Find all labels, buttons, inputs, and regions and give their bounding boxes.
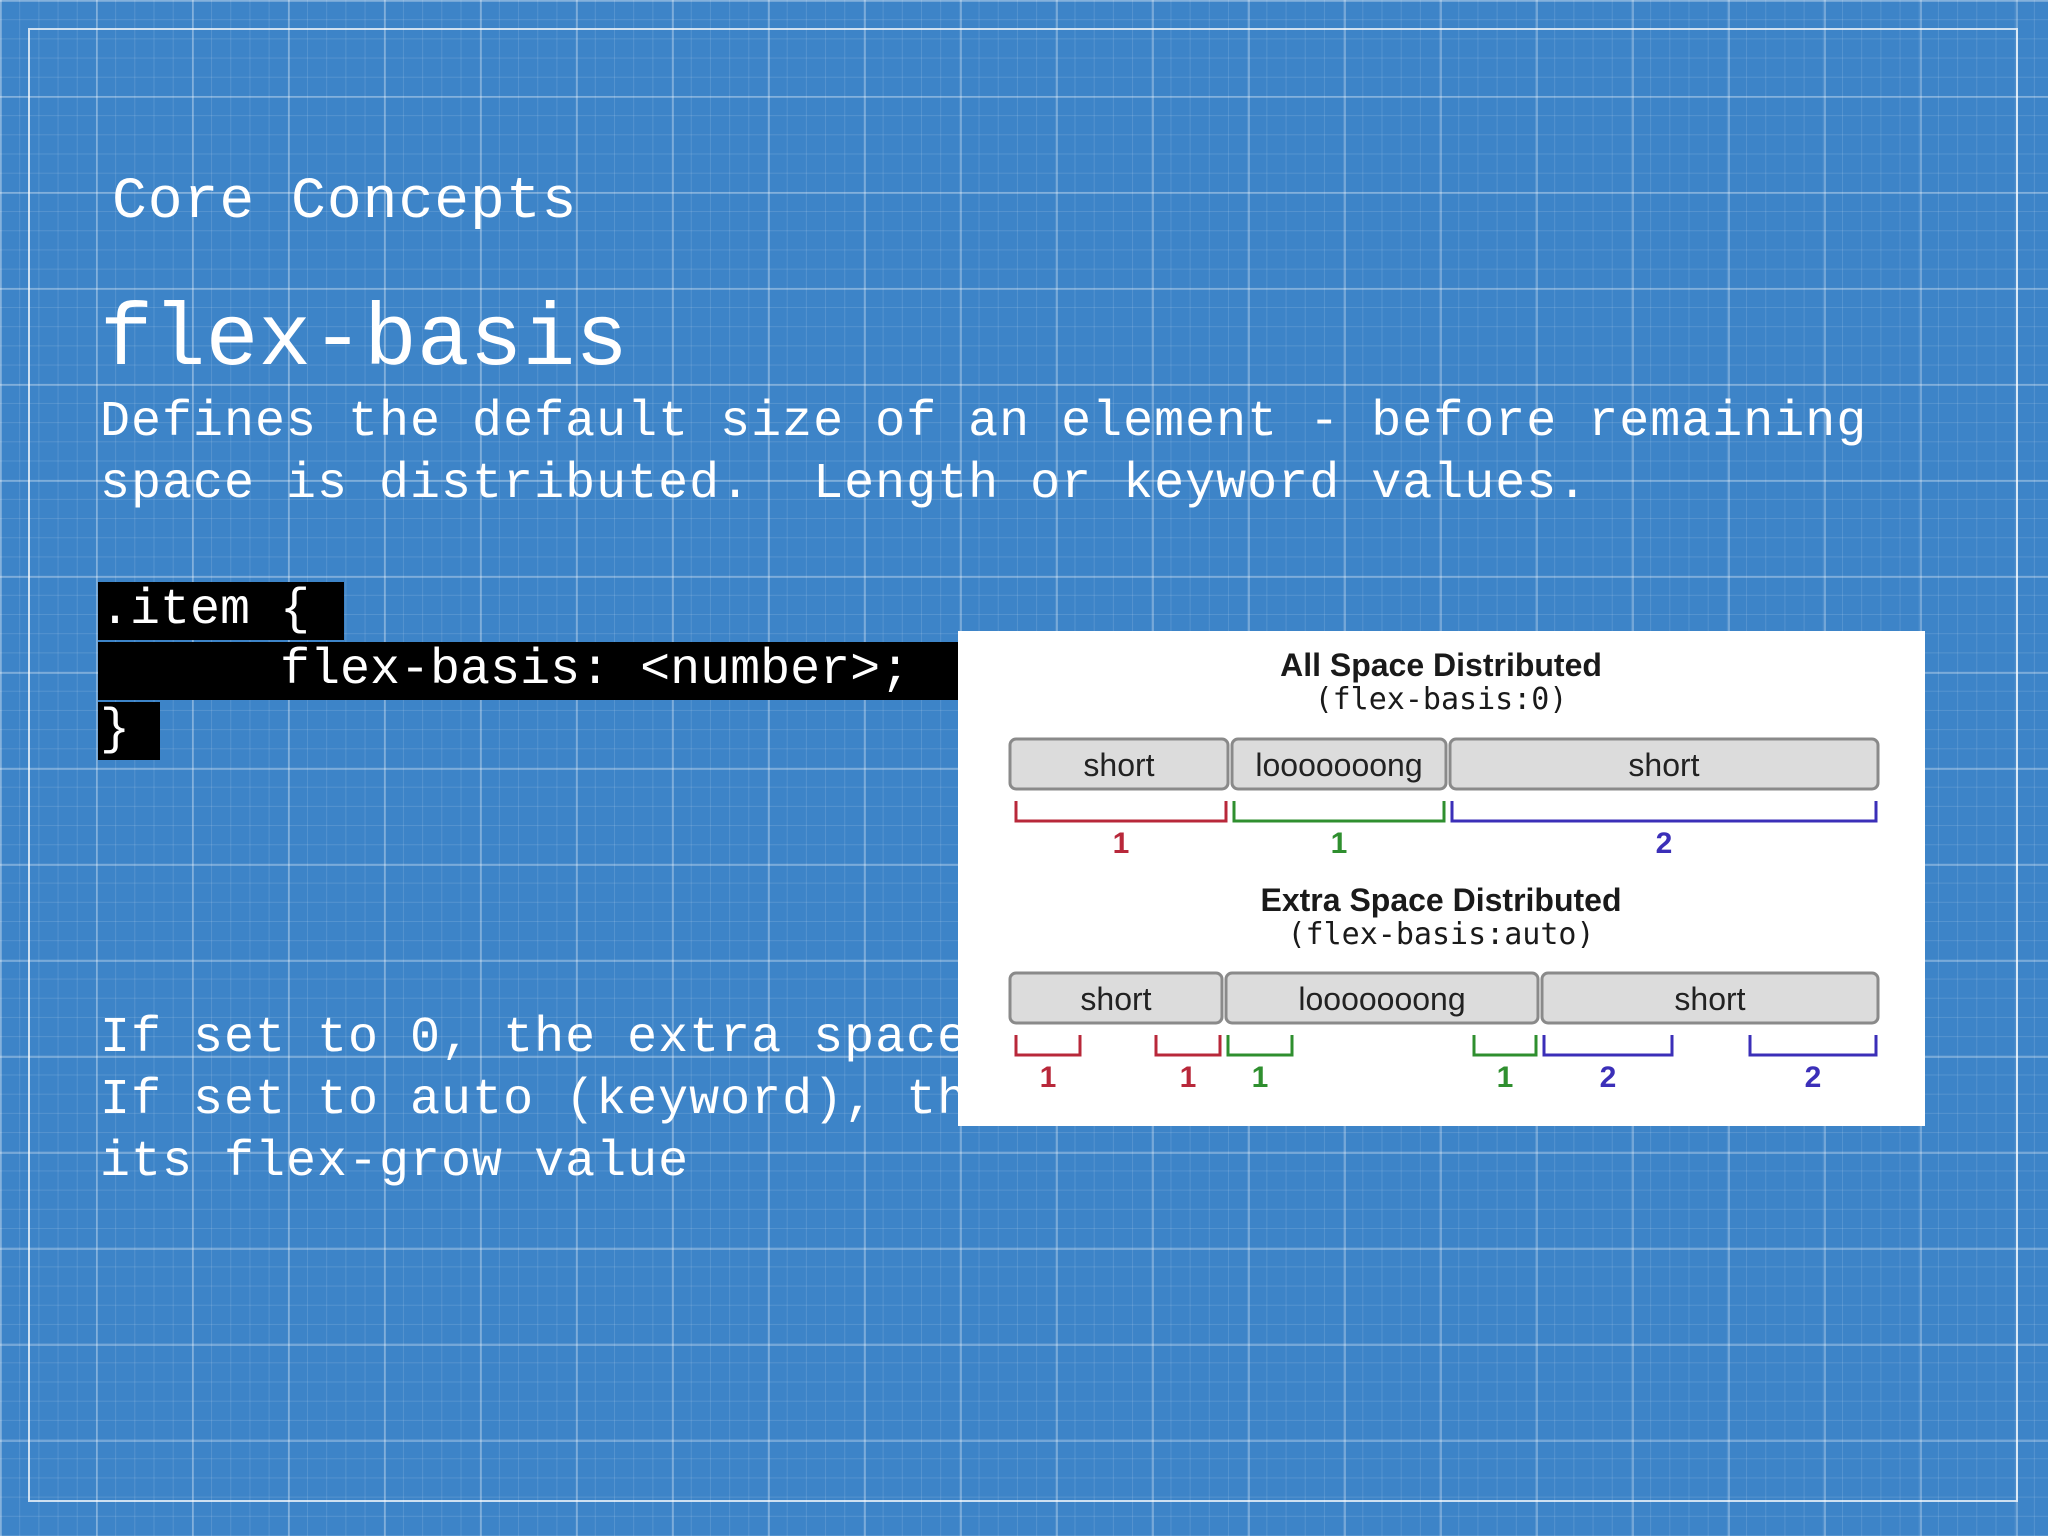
flex-box bbox=[1008, 971, 1224, 1025]
flex-box-label: short bbox=[1083, 747, 1154, 783]
space-bracket bbox=[1014, 801, 1228, 823]
code-line: .item { bbox=[98, 582, 344, 640]
flex-box bbox=[1230, 737, 1448, 791]
flex-box bbox=[1448, 737, 1880, 791]
section-label: Core Concepts bbox=[112, 170, 578, 235]
diagram-subtitle: (flex-basis:0) bbox=[1315, 682, 1568, 717]
flex-box bbox=[1008, 737, 1230, 791]
flex-box-label: looooooong bbox=[1298, 981, 1465, 1017]
flex-basis-diagram-svg: All Space Distributed (flex-basis:0) sho… bbox=[1008, 647, 1880, 1094]
grow-factor-label: 1 bbox=[1497, 1061, 1514, 1094]
space-bracket bbox=[1542, 1035, 1674, 1057]
note-line: If set to auto (keyword), th bbox=[100, 1072, 969, 1129]
grow-factor-label: 2 bbox=[1656, 827, 1673, 860]
space-bracket bbox=[1014, 1035, 1082, 1057]
flex-box bbox=[1540, 971, 1880, 1025]
flex-box-label: short bbox=[1080, 981, 1151, 1017]
flex-basis-diagram-figure: All Space Distributed (flex-basis:0) sho… bbox=[958, 631, 1925, 1126]
diagram-title: Extra Space Distributed bbox=[1261, 882, 1622, 918]
space-bracket bbox=[1154, 1035, 1222, 1057]
code-line: flex-basis: <number>; bbox=[98, 642, 960, 700]
diagram-title: All Space Distributed bbox=[1280, 647, 1602, 683]
space-bracket bbox=[1232, 801, 1446, 823]
note-line: its flex-grow value bbox=[100, 1134, 690, 1191]
grow-factor-label: 2 bbox=[1805, 1061, 1822, 1094]
description-line: space is distributed. Length or keyword … bbox=[100, 456, 1589, 513]
grow-factor-label: 1 bbox=[1180, 1061, 1197, 1094]
grow-factor-label: 1 bbox=[1040, 1061, 1057, 1094]
flex-box-label: looooooong bbox=[1255, 747, 1422, 783]
note-line: If set to 0, the extra space bbox=[100, 1010, 969, 1067]
grow-factor-label: 1 bbox=[1331, 827, 1348, 860]
flex-box bbox=[1224, 971, 1540, 1025]
code-line: } bbox=[98, 702, 160, 760]
flex-box-label: short bbox=[1674, 981, 1745, 1017]
flex-box-label: short bbox=[1628, 747, 1699, 783]
space-bracket bbox=[1226, 1035, 1294, 1057]
space-bracket bbox=[1472, 1035, 1538, 1057]
description-line: Defines the default size of an element -… bbox=[100, 394, 1868, 451]
grow-factor-label: 1 bbox=[1113, 827, 1130, 860]
diagram-subtitle: (flex-basis:auto) bbox=[1287, 917, 1594, 952]
space-bracket bbox=[1450, 801, 1878, 823]
grow-factor-label: 1 bbox=[1252, 1061, 1269, 1094]
space-bracket bbox=[1748, 1035, 1878, 1057]
slide-title: flex-basis bbox=[100, 292, 629, 391]
slide-frame bbox=[28, 28, 2018, 1502]
grow-factor-label: 2 bbox=[1600, 1061, 1617, 1094]
